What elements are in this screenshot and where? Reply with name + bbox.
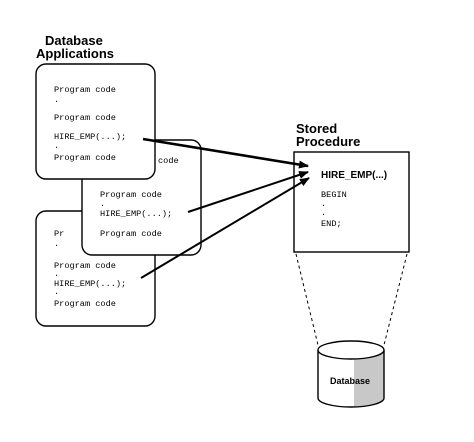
procedure-name: HIRE_EMP(...) — [321, 170, 387, 181]
code-dot: . — [54, 239, 59, 249]
code-line: Program code — [54, 113, 116, 123]
code-line-partial: code — [158, 156, 179, 166]
call-arrow-back — [140, 177, 310, 279]
code-dot: . — [100, 199, 105, 209]
applications-heading-line2: Applications — [36, 46, 114, 61]
database-cylinder-icon: Database — [317, 340, 385, 408]
code-dot: . — [54, 141, 59, 151]
code-dot: . — [54, 269, 59, 279]
code-line: Program code — [54, 299, 116, 309]
stored-procedure-box: HIRE_EMP(...) BEGIN . . END; — [293, 151, 410, 253]
code-dot: . — [321, 199, 326, 209]
procedure-end: END; — [321, 219, 342, 229]
database-label: Database — [330, 376, 370, 386]
procedure-call: HIRE_EMP(...); — [100, 209, 172, 219]
procedure-heading-line1: Stored — [296, 121, 337, 136]
code-dot: . — [54, 95, 59, 105]
procedure-call: HIRE_EMP(...); — [54, 132, 126, 142]
procedure-heading-line2: Procedure — [296, 134, 360, 149]
call-arrow-middle — [187, 171, 309, 213]
applications-heading-line1: Database — [45, 33, 103, 48]
code-line: Program code — [54, 153, 116, 163]
code-line: Program code — [54, 85, 116, 95]
code-line: Program code — [100, 190, 162, 200]
projection-line-left — [295, 253, 319, 346]
procedure-call: HIRE_EMP(...); — [54, 279, 126, 289]
application-box-front: Program code . Program code HIRE_EMP(...… — [35, 63, 156, 180]
code-line: Program code — [100, 229, 162, 239]
projection-line-right — [383, 253, 408, 346]
code-dot: . — [54, 287, 59, 297]
code-line: Pr — [54, 229, 64, 239]
code-line: Program code — [54, 261, 116, 271]
code-dot: . — [321, 208, 326, 218]
procedure-begin: BEGIN — [321, 190, 347, 200]
call-arrow-front — [142, 137, 309, 169]
